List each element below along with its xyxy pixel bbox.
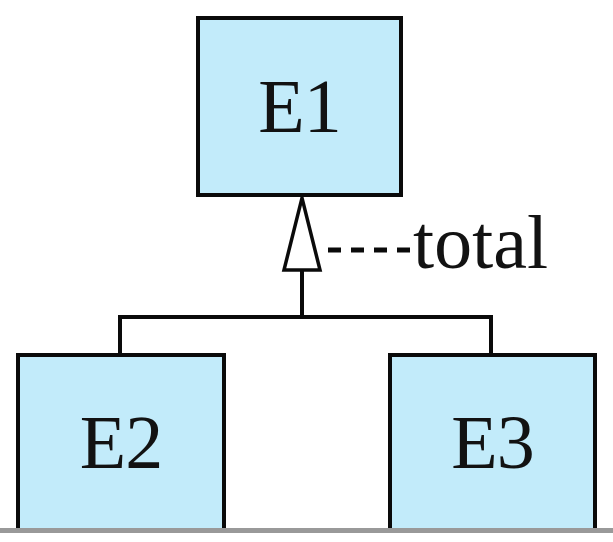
- total-constraint-label: total: [413, 201, 549, 285]
- entity-e2-label: E2: [79, 401, 163, 485]
- figure-bottom-border: [0, 528, 613, 533]
- entity-e1: E1: [196, 16, 403, 197]
- entity-e3-label: E3: [451, 401, 534, 485]
- entity-e3: E3: [388, 353, 597, 529]
- entity-e2: E2: [16, 353, 226, 529]
- entity-e1-label: E1: [258, 64, 341, 149]
- subclass-bracket-line: [118, 315, 493, 354]
- specialization-triangle-icon: [281, 190, 323, 272]
